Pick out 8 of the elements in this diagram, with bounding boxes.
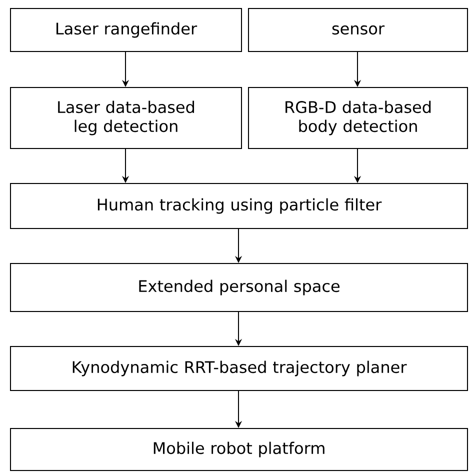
process-box: Extended personal space	[10, 263, 468, 312]
process-box: Laser data-based leg detection	[10, 87, 242, 149]
process-box: Human tracking using particle filter	[10, 183, 468, 229]
process-box: Laser rangefinder	[10, 8, 242, 52]
process-box: Mobile robot platform	[10, 428, 468, 471]
process-box: sensor	[248, 8, 468, 52]
process-box: RGB-D data-based body detection	[248, 87, 468, 149]
process-box: Kynodynamic RRT-based trajectory planer	[10, 346, 468, 391]
